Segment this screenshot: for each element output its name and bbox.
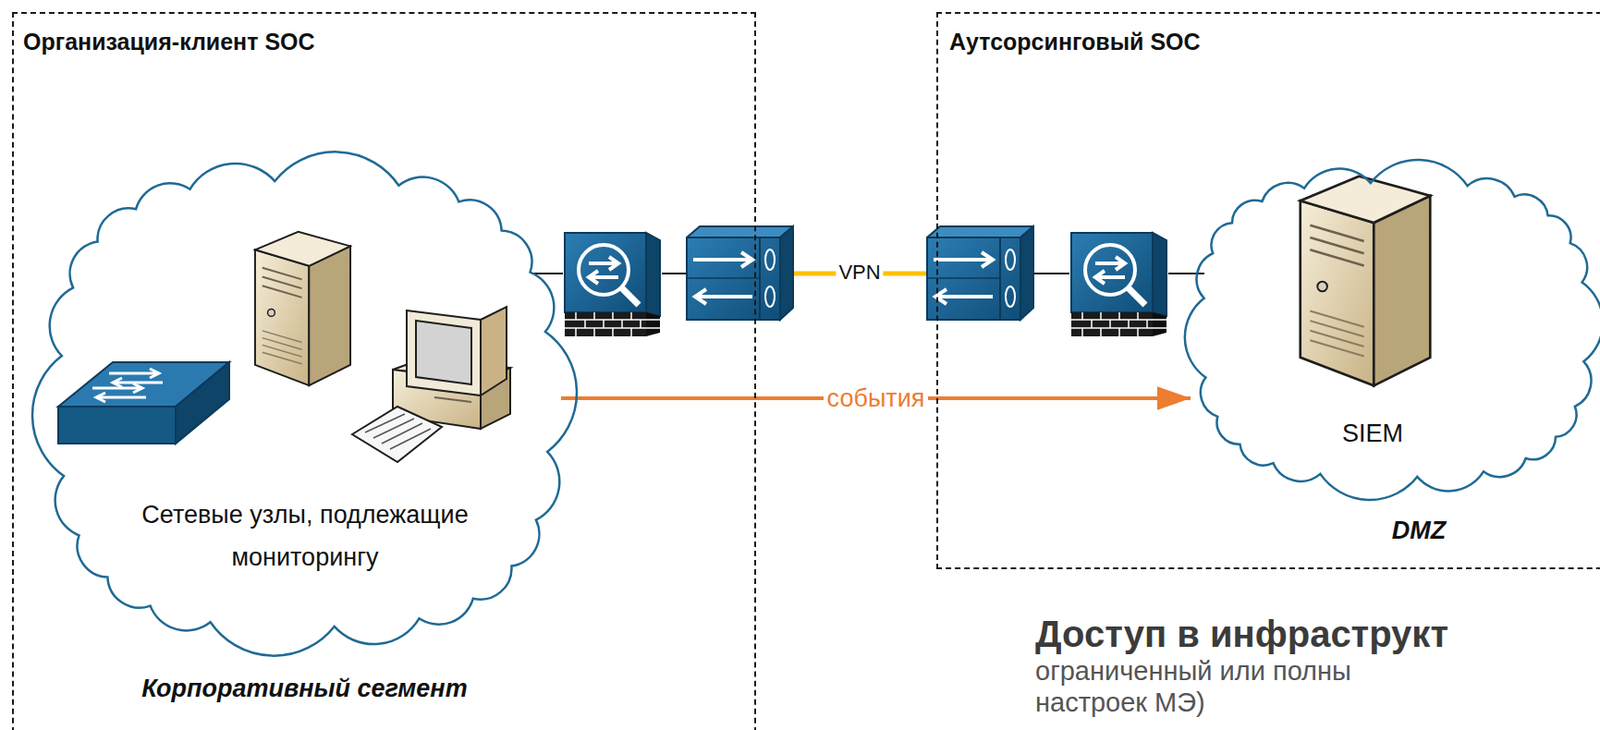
segment-name: Корпоративный сегмент: [48, 674, 562, 704]
switch-icon: [109, 368, 159, 379]
workstation-icon: [480, 306, 507, 396]
workstation-icon: [415, 320, 472, 385]
segment-name: DMZ: [1363, 516, 1475, 546]
edge-label: события: [823, 383, 929, 414]
zone-title: Аутсорсинговый SOC: [949, 28, 1201, 56]
server-icon: [255, 232, 351, 386]
workstation-icon: [352, 406, 442, 463]
vpn-label: VPN: [835, 260, 883, 285]
note-heading: Доступ в инфраструкт: [1035, 613, 1449, 655]
monitored-cloud: Сетевые узлы, подлежащие мониторингуКорп…: [48, 168, 562, 640]
switch-icon: [96, 392, 147, 403]
switch-icon: [92, 383, 143, 393]
note-text: настроек МЭ): [1035, 687, 1206, 719]
switch-icon: [175, 362, 230, 444]
soc-zone: SIEMDMZАутсорсинговый SOC: [936, 12, 1600, 570]
workstation-icon: [365, 414, 431, 450]
client-zone: Сетевые узлы, подлежащие мониторингуКорп…: [12, 12, 757, 730]
workstation-icon: [406, 310, 481, 396]
link-lines: [661, 272, 686, 275]
ips-icon: [1071, 232, 1167, 337]
siem-label: SIEM: [1317, 412, 1429, 455]
link-lines: [1032, 272, 1070, 275]
firewall-icon: [686, 226, 794, 320]
dmz-cloud: SIEMDMZ: [1190, 170, 1598, 490]
siem-server-icon: [1300, 176, 1431, 387]
zone-title: Организация-клиент SOC: [23, 28, 316, 56]
firewall-icon: [927, 226, 1034, 320]
cloud-outline: [1184, 159, 1600, 501]
cloud-caption: Сетевые узлы, подлежащие мониторингу: [101, 493, 509, 579]
cloud-outline: [32, 151, 577, 656]
ips-icon: [564, 232, 660, 337]
workstation-icon: [352, 306, 511, 463]
switch-icon: [58, 362, 230, 444]
switch-icon: [58, 406, 176, 444]
note-text: ограниченный или полны: [1035, 656, 1352, 687]
link-lines: [1168, 272, 1205, 275]
